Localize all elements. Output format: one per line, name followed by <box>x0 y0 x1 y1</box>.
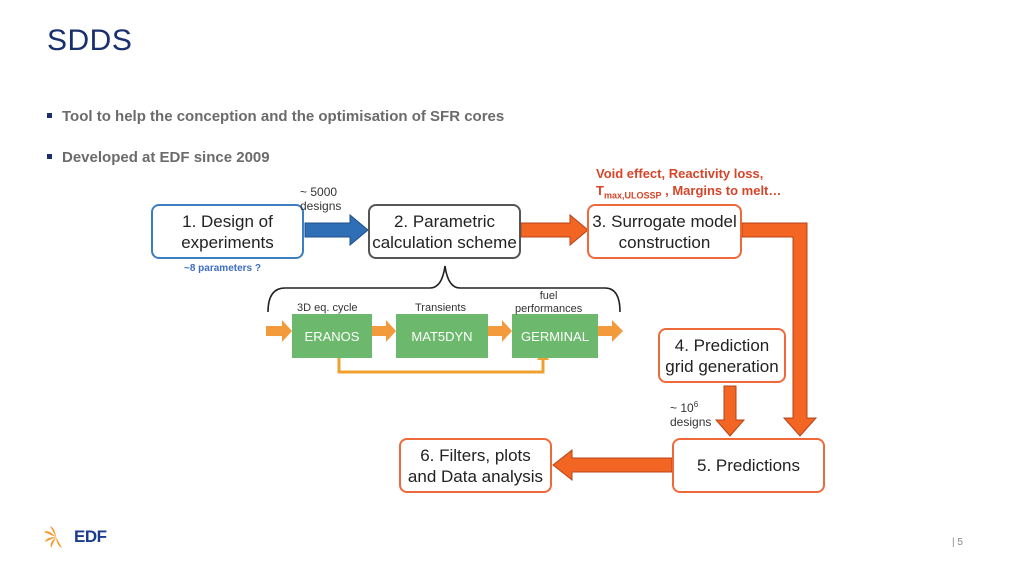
page-number: | 5 <box>952 537 963 548</box>
chain-arrow-1-2 <box>372 320 396 342</box>
arrow-4-to-5 <box>714 385 746 437</box>
box-parametric-calculation: 2. Parametric calculation scheme <box>368 204 521 259</box>
box-3-label: 3. Surrogate model construction <box>592 211 737 252</box>
arrow-5-to-6 <box>552 448 673 482</box>
arrow-1-to-2 <box>304 213 369 247</box>
bullet-1: Tool to help the conception and the opti… <box>47 108 504 125</box>
label-fuel-performances: fuel performances <box>515 290 583 315</box>
box-2-label: 2. Parametric calculation scheme <box>372 211 517 252</box>
note-1e6-designs-word: designs <box>670 415 712 429</box>
note-5000-designs: ~ 5000 designs <box>300 185 342 213</box>
bullet-square-icon <box>47 153 52 159</box>
page-title: SDDS <box>47 24 133 57</box>
box-surrogate-model: 3. Surrogate model construction <box>587 204 742 259</box>
note-void-effect-line2: Tmax,ULOSSP , Margins to melt… <box>596 182 781 205</box>
arrow-3-to-5 <box>741 222 818 437</box>
chain-out-arrow <box>598 320 623 342</box>
bullet-2: Developed at EDF since 2009 <box>47 149 270 166</box>
arrow-2-to-3 <box>520 213 589 247</box>
box-4-label: 4. Prediction grid generation <box>665 335 779 376</box>
margins-text: , Margins to melt… <box>661 183 782 198</box>
box-design-of-experiments: 1. Design of experiments <box>151 204 304 259</box>
edf-swirl-icon <box>44 526 62 548</box>
box-predictions: 5. Predictions <box>672 438 825 493</box>
box-1-label: 1. Design of experiments <box>181 211 274 252</box>
label-transients: Transients <box>415 302 466 314</box>
bullet-2-text: Developed at EDF since 2009 <box>62 149 270 166</box>
bullet-square-icon <box>47 112 52 118</box>
label-3d-eq-cycle: 3D eq. cycle <box>297 302 358 314</box>
code-block-mat5dyn: MAT5DYN <box>396 314 488 358</box>
logo-text: EDF <box>74 527 107 546</box>
box-prediction-grid: 4. Prediction grid generation <box>658 328 786 383</box>
t-subscript: max,ULOSSP <box>603 190 662 201</box>
note-parameters: ~8 parameters ? <box>184 263 261 274</box>
box-5-label: 5. Predictions <box>697 456 800 475</box>
edf-logo: EDF <box>42 524 107 550</box>
box-filters-analysis: 6. Filters, plots and Data analysis <box>399 438 552 493</box>
note-void-effect-line1: Void effect, Reactivity loss, <box>596 166 764 181</box>
note-1e6-exp: 6 <box>693 400 699 409</box>
code-block-eranos: ERANOS <box>292 314 372 358</box>
note-1e6-designs: ~ 106 designs <box>670 398 711 429</box>
note-1e6-base: ~ 10 <box>670 401 694 415</box>
chain-arrow-2-3 <box>488 320 512 342</box>
feedback-loop <box>337 355 545 374</box>
bullet-1-text: Tool to help the conception and the opti… <box>62 108 505 125</box>
box-6-label: 6. Filters, plots and Data analysis <box>407 445 544 486</box>
brace <box>267 265 621 313</box>
chain-in-arrow <box>266 320 292 342</box>
t-symbol: T <box>596 183 604 198</box>
code-block-germinal: GERMINAL <box>512 314 598 358</box>
